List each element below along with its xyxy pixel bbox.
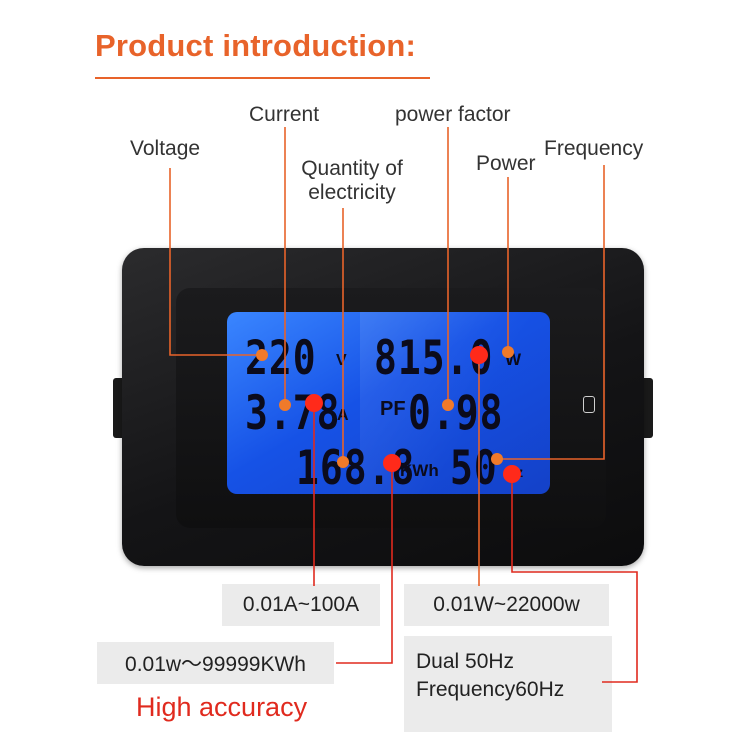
frequency-range-line2: Frequency60Hz (416, 678, 565, 701)
pf-label: PF (380, 398, 406, 420)
current-reading: 3.78 (245, 385, 341, 440)
voltage-unit: V (336, 352, 347, 369)
power-label: Power (476, 152, 536, 175)
energy-unit: KWh (400, 461, 439, 480)
device-side-tab-right (643, 378, 653, 438)
high-accuracy-text: High accuracy (136, 692, 308, 722)
voltage-reading: 220 (245, 330, 317, 385)
frequency-range-line1: Dual 50Hz (416, 650, 515, 673)
indicator-light (583, 396, 595, 413)
energy-reading: 168.8 (296, 440, 416, 495)
title-underline (95, 77, 430, 79)
voltage-label: Voltage (130, 137, 201, 160)
power-unit: W (505, 350, 522, 369)
quantity-label: Quantity of electricity (301, 157, 403, 204)
energy-range-box: 0.01w～99999KWh (97, 642, 334, 684)
pf-reading: 0.98 (408, 385, 504, 440)
frequency-reading: 50 (450, 440, 498, 495)
current-unit: A (337, 407, 349, 424)
power-reading: 815.0 (374, 330, 494, 385)
page-title: Product introduction: (95, 28, 417, 63)
frequency-label: Frequency (544, 137, 644, 160)
power-range-box: 0.01W~22000w (404, 584, 609, 626)
device-side-tab-left (113, 378, 123, 438)
power-factor-label: power factor (395, 103, 511, 126)
frequency-unit: Hz (506, 464, 524, 480)
current-range-box: 0.01A~100A (222, 584, 380, 626)
current-label: Current (249, 103, 320, 126)
frequency-range-box: Dual 50Hz Frequency60Hz (404, 636, 612, 732)
